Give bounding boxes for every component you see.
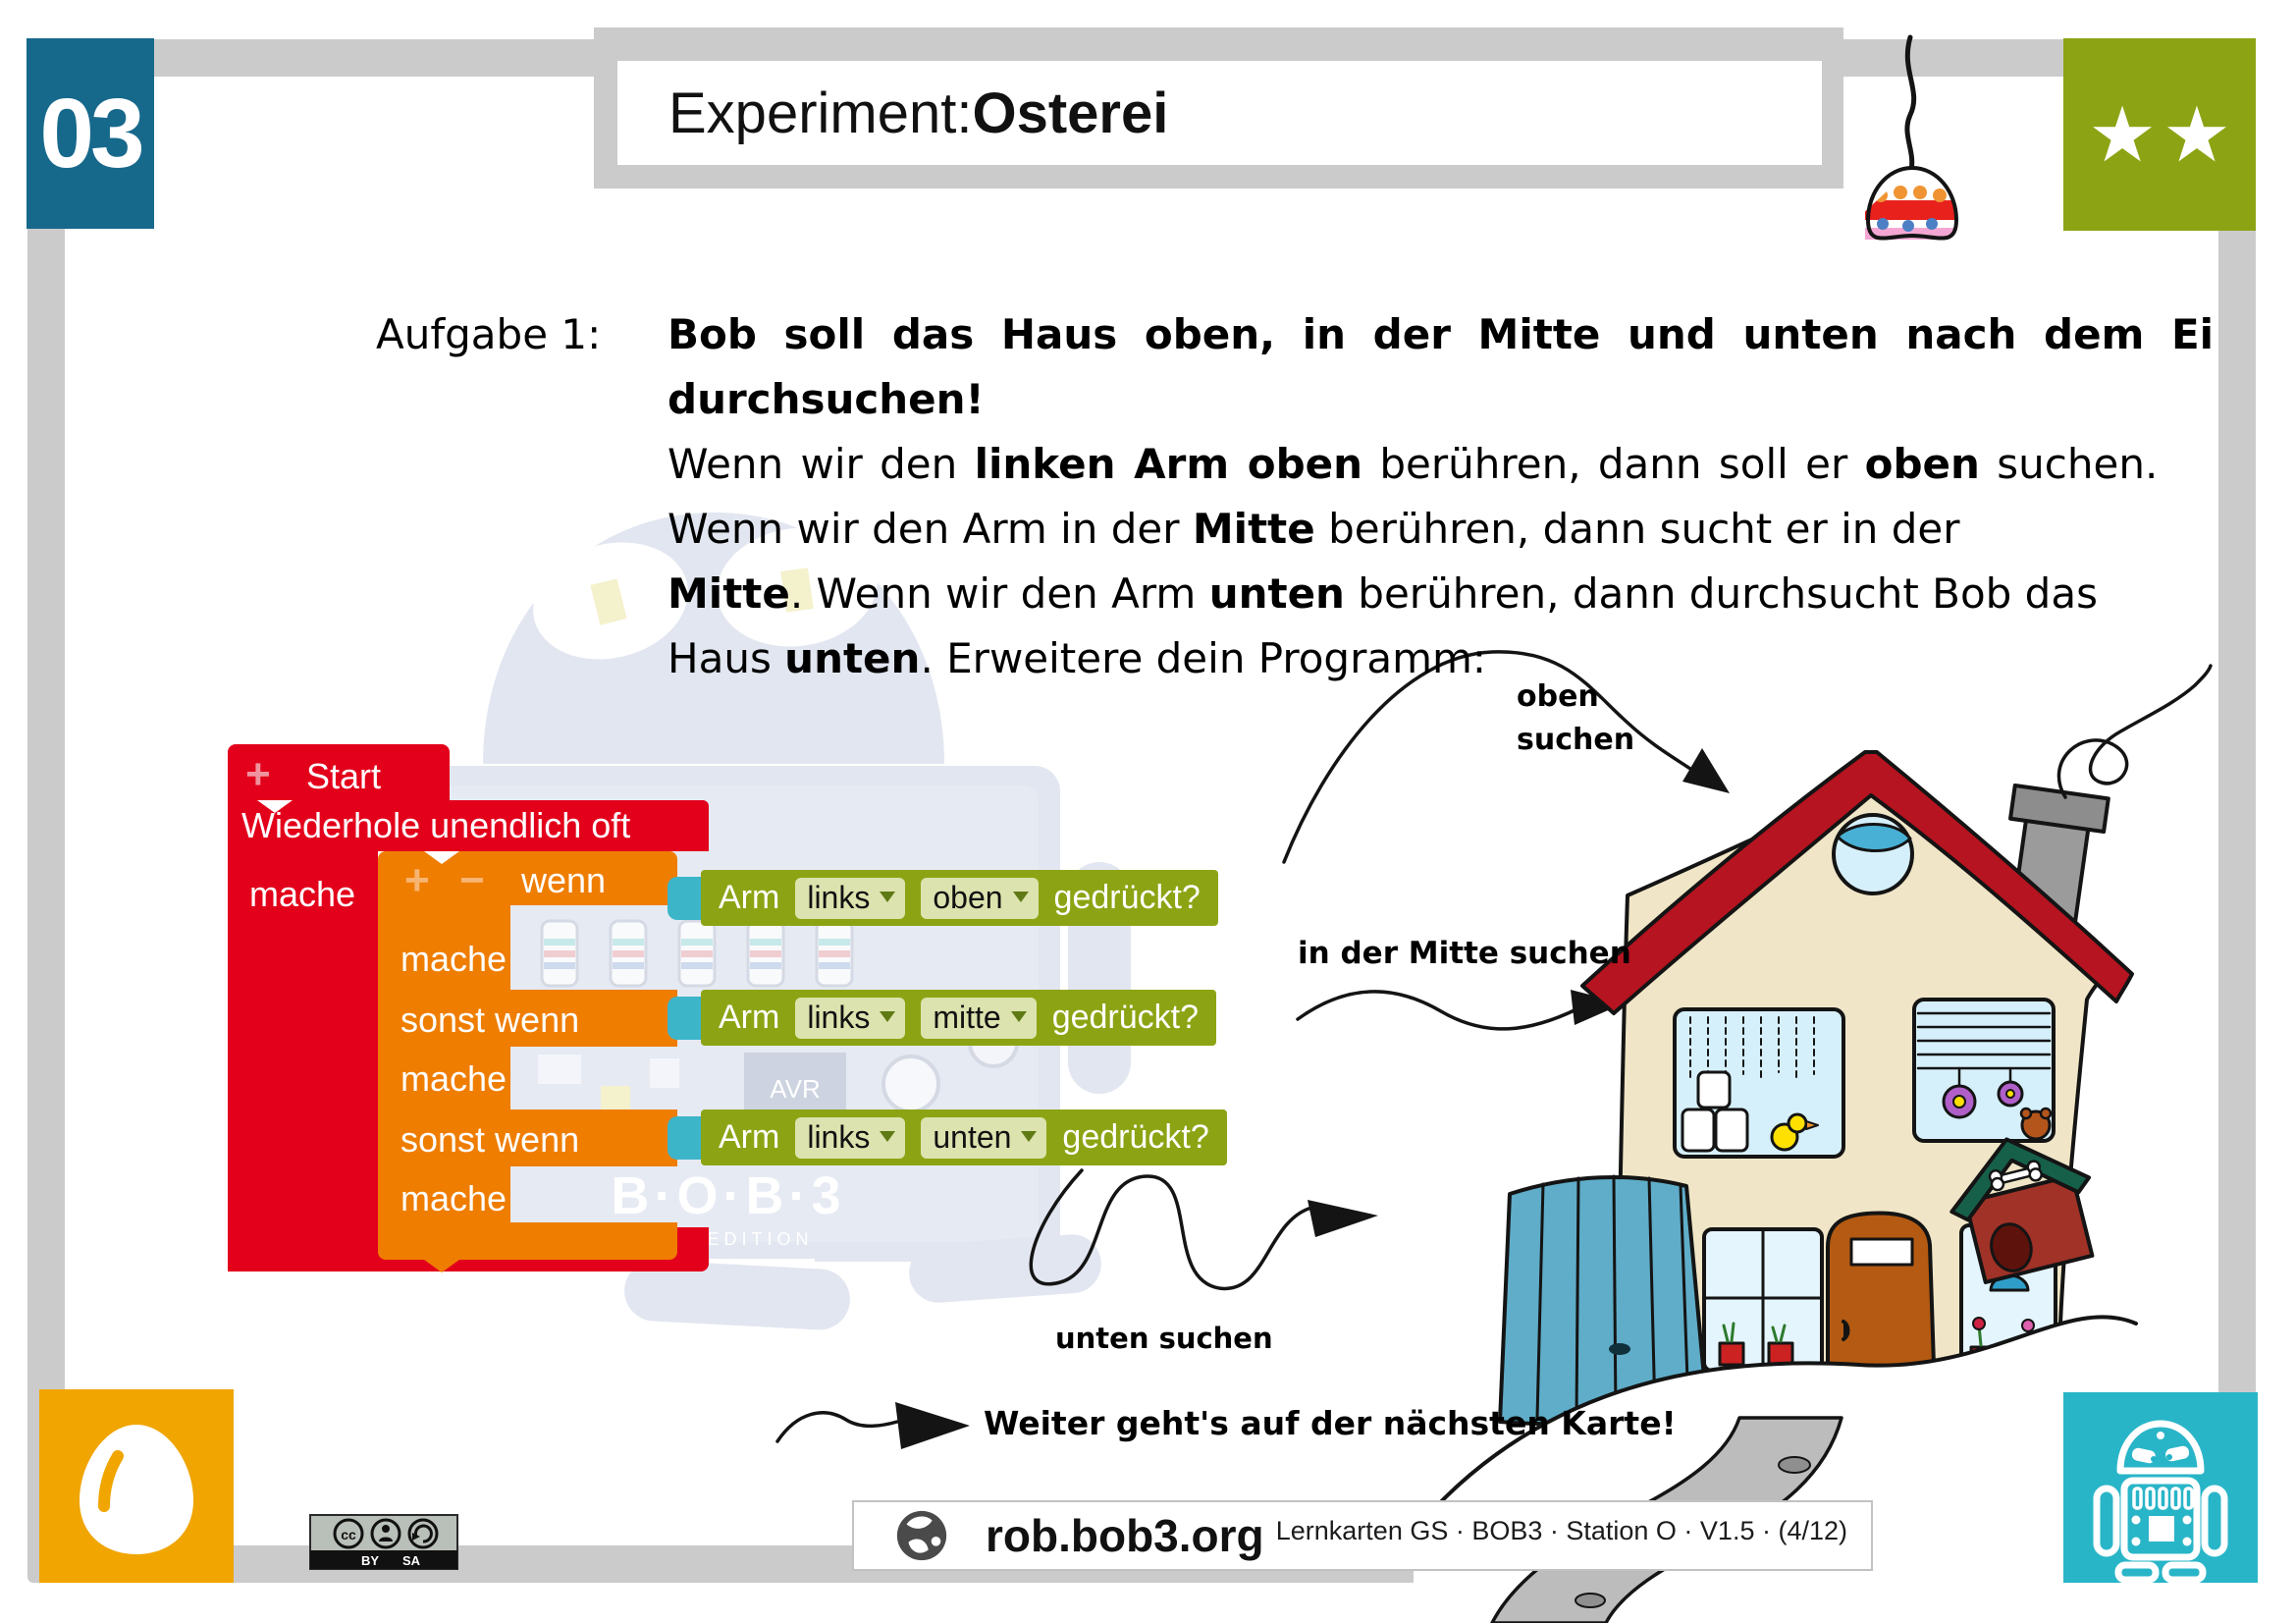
annotation-oben-suchen: oben suchen [1517,676,1634,762]
condition-device-label: Arm [719,1118,780,1156]
annotation-unten-suchen: unten suchen [1055,1322,1273,1355]
block-start-label: Start [306,756,382,796]
chevron-down-icon [1021,1131,1038,1142]
block-if-label: wenn [521,860,607,900]
block-elseif-label: sonst wenn [400,1119,580,1160]
chevron-down-icon [880,1131,896,1142]
dropdown-value: unten [933,1118,1012,1155]
chevron-down-icon [1012,892,1029,902]
condition-device-label: Arm [719,879,780,916]
cc-by-sa-license-icon[interactable]: cc BY SA [309,1514,458,1570]
annotation-mitte-suchen: in der Mitte suchen [1298,936,1631,971]
star-icon: ★ [2088,90,2157,178]
dropdown-value: links [807,999,871,1035]
license-by: BY [361,1553,379,1568]
block-do-label: mache [400,1058,507,1099]
block-condition-arm-unten[interactable]: Arm links unten gedrückt? [701,1109,1227,1165]
dropdown-arm-position[interactable]: oben [921,877,1039,919]
dropdown-value: mitte [933,999,1001,1035]
egg-badge [39,1389,234,1583]
block-do-label: mache [400,1178,507,1218]
star-icon: ★ [2163,90,2231,178]
robot-icon [2093,1420,2228,1583]
task-line: Wenn wir den Arm in der Mitte berühren, … [667,505,1960,553]
minus-icon[interactable]: − [459,856,485,904]
dropdown-arm-position[interactable]: unten [921,1116,1047,1159]
condition-question-label: gedrückt? [1062,1118,1209,1156]
block-condition-arm-oben[interactable]: Arm links oben gedrückt? [701,870,1218,926]
value-connector-icon [667,877,703,920]
robot-badge [2063,1392,2258,1583]
block-notch [424,851,459,864]
license-sa: SA [402,1553,421,1568]
egg-icon [80,1425,193,1554]
card-number: 03 [39,78,144,189]
block-repeat-label: Wiederhole unendlich oft [241,805,631,845]
dropdown-value: links [807,879,871,915]
value-connector-icon [667,997,703,1040]
condition-device-label: Arm [719,999,780,1036]
block-if-bottom[interactable] [378,1222,677,1260]
dropdown-arm-side[interactable]: links [795,1116,906,1159]
dropdown-value: links [807,1118,871,1155]
task-line: Wenn wir den linken Arm oben berühren, d… [667,440,2159,488]
task-line: Mitte. Wenn wir den Arm unten berühren, … [667,569,2098,618]
task-label: Aufgabe 1: [376,310,602,358]
chevron-down-icon [1010,1011,1027,1022]
dropdown-arm-side[interactable]: links [795,997,906,1039]
plus-icon[interactable]: + [245,750,271,798]
value-connector-icon [667,1116,703,1160]
title-prefix: Experiment: [668,81,973,145]
dropdown-arm-position[interactable]: mitte [921,997,1037,1039]
dropdown-arm-side[interactable]: links [795,877,906,919]
svg-text:cc: cc [341,1527,356,1542]
footer-meta: Lernkarten GS · BOB3 · Station O · V1.5 … [1275,1516,1847,1545]
condition-question-label: gedrückt? [1053,879,1201,916]
block-notch [257,800,293,813]
chevron-down-icon [880,892,896,902]
block-elseif-label: sonst wenn [400,1000,580,1040]
block-do-label: mache [249,874,356,914]
block-condition-arm-mitte[interactable]: Arm links mitte gedrückt? [701,990,1217,1046]
annotation-line: suchen [1517,723,1635,757]
card-number-badge: 03 [27,38,154,229]
title-experiment-name: Osterei [972,81,1169,145]
footer: rob.bob3.org Lernkarten GS · BOB3 · Stat… [852,1500,1873,1571]
task-line: Haus unten. Erweitere dein Programm: [667,634,1487,682]
block-notch [424,1260,459,1272]
globe-icon [896,1510,947,1561]
condition-question-label: gedrückt? [1051,999,1200,1036]
task-line: durchsuchen! [667,375,985,423]
footer-website-link[interactable]: rob.bob3.org [986,1510,1264,1561]
block-do-label: mache [400,939,507,979]
task-text: Bob soll das Haus oben, in der Mitte und… [667,302,2215,691]
dropdown-value: oben [933,879,1003,915]
page-title: Experiment: Osterei [617,61,1822,165]
chevron-down-icon [880,1011,896,1022]
annotation-next-card: Weiter geht's auf der nächsten Karte! [984,1404,1677,1442]
annotation-line: oben [1517,679,1599,714]
task-line: Bob soll das Haus oben, in der Mitte und… [667,310,2215,358]
difficulty-badge: ★ ★ [2063,38,2256,231]
